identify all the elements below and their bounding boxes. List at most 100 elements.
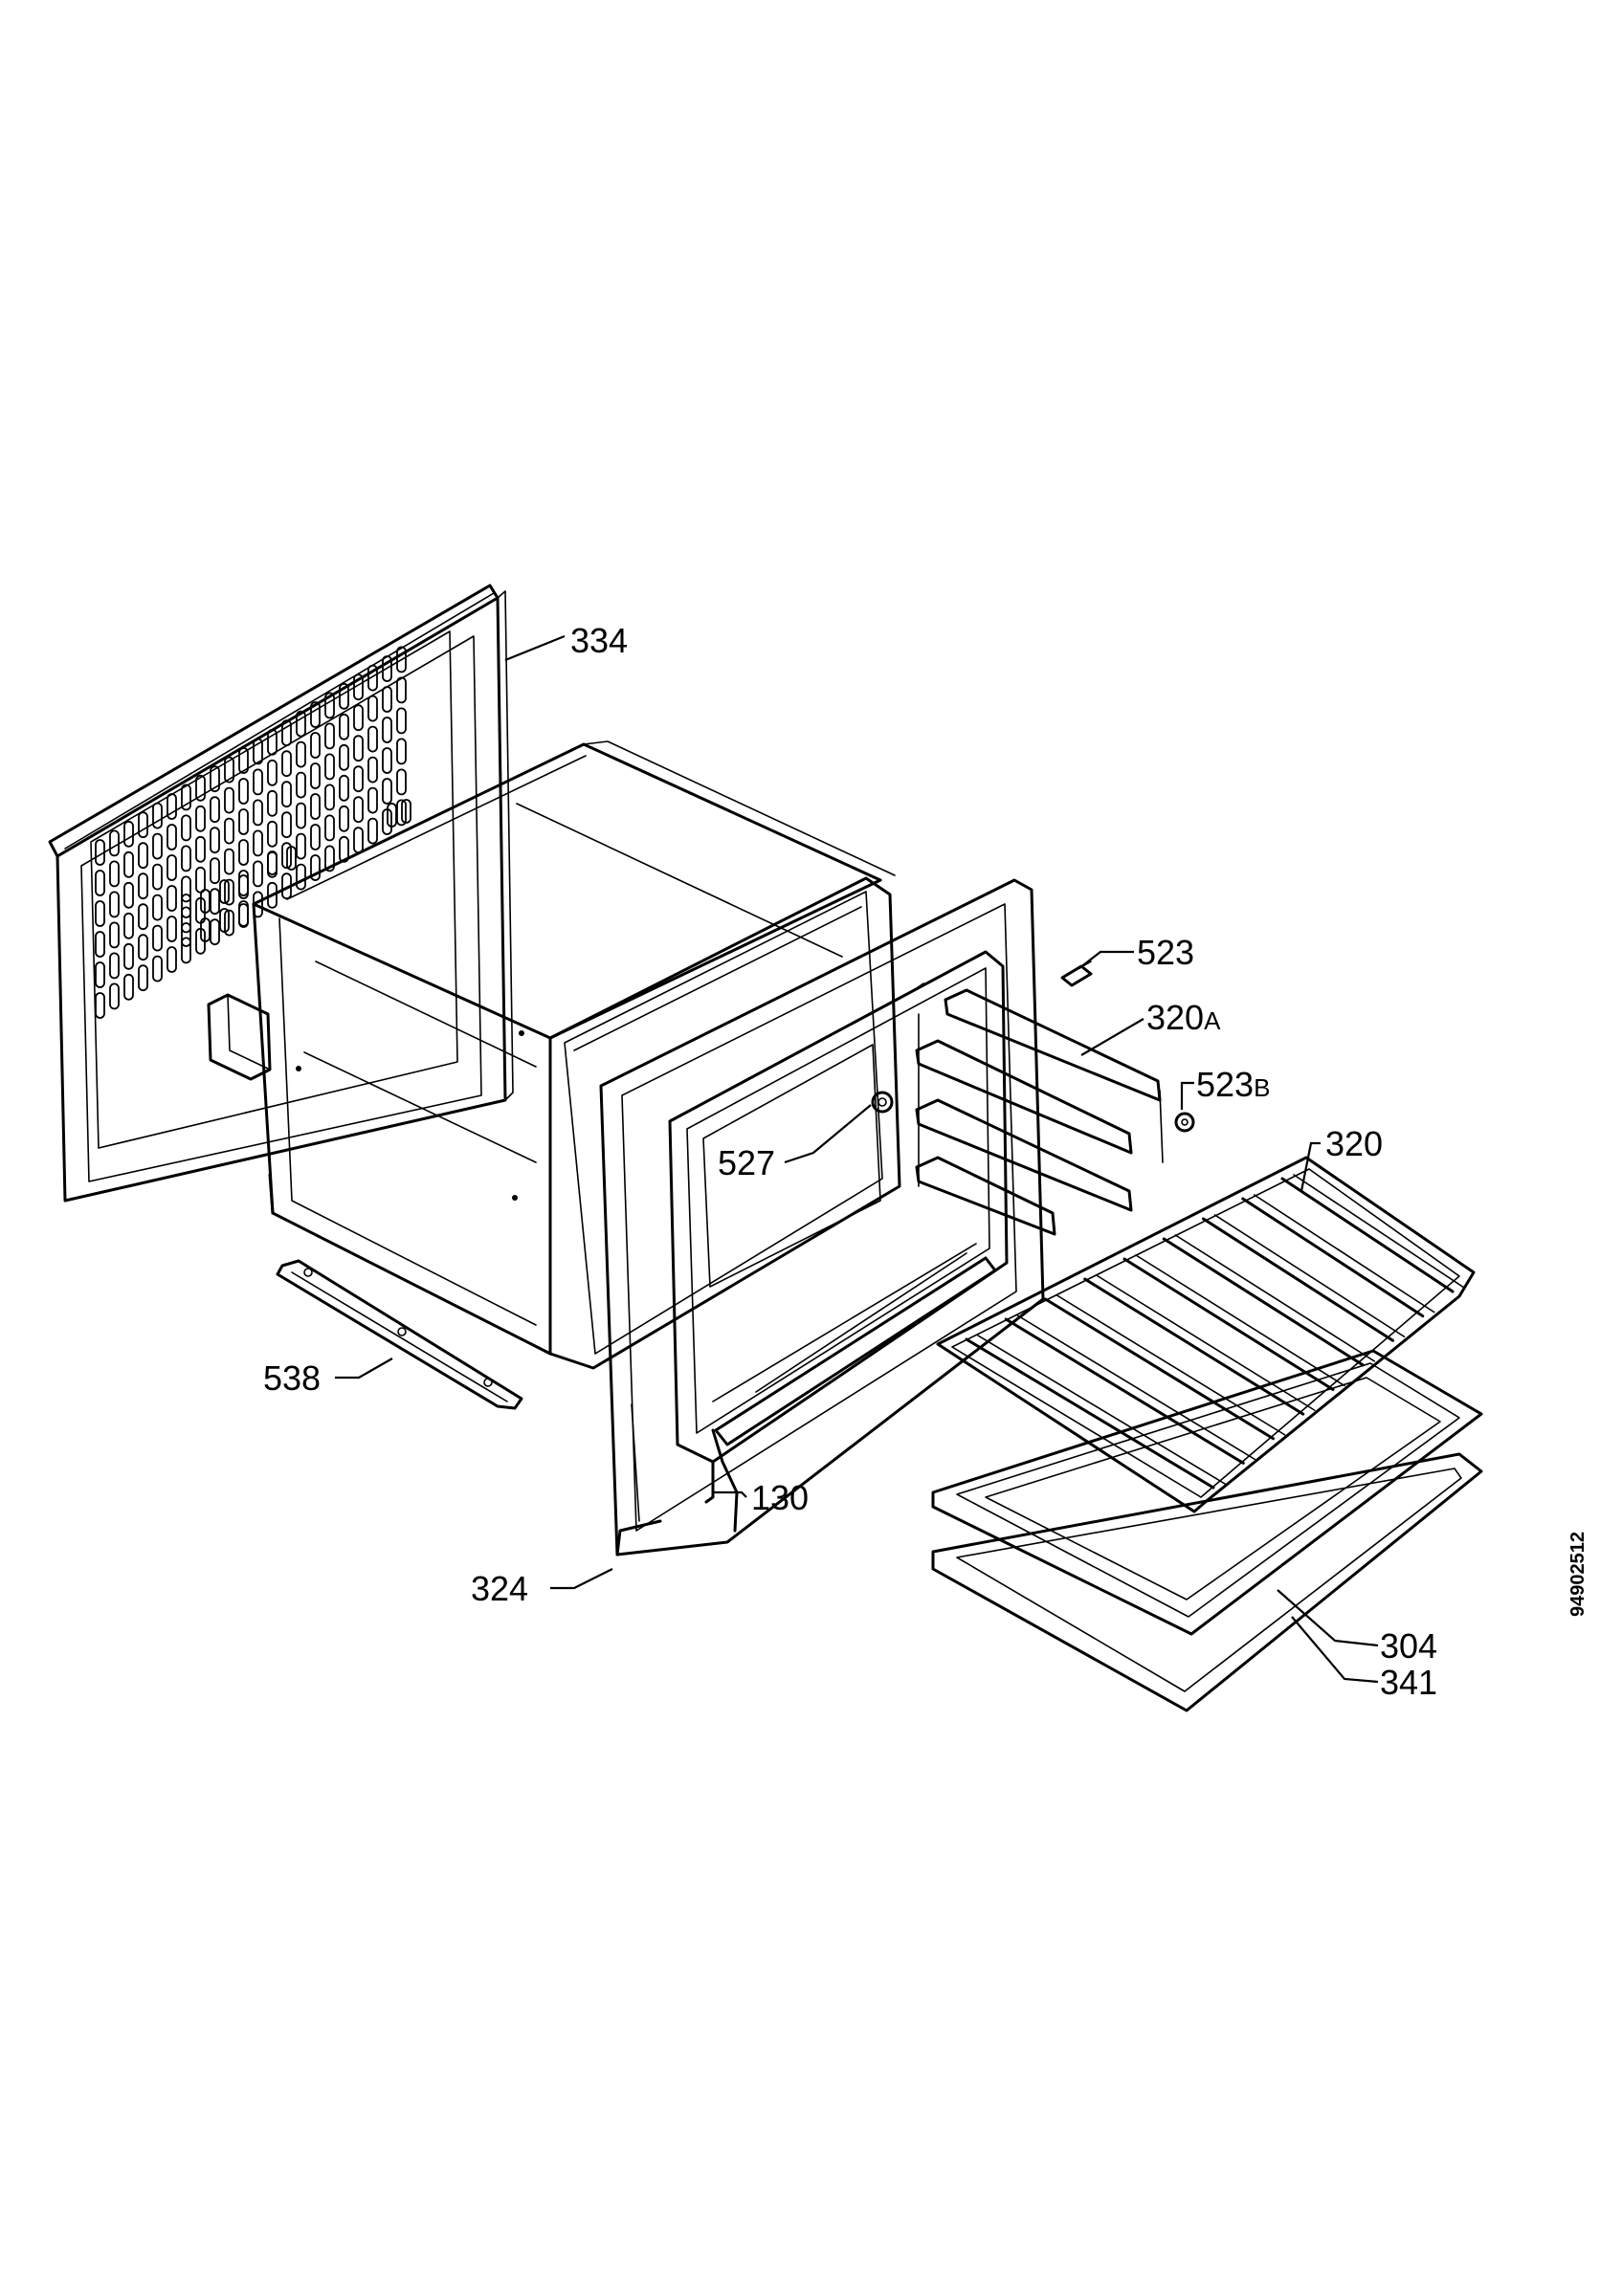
inner-window-frame (668, 950, 1009, 1533)
vent-slot (109, 829, 120, 857)
vent-slot (95, 900, 105, 927)
vent-slot (109, 891, 120, 918)
vent-slot (152, 894, 163, 921)
vent-slot (267, 728, 278, 756)
vent-slot (296, 832, 306, 860)
part-130-seal (714, 1252, 997, 1446)
leader-lines (335, 634, 1379, 1684)
vent-slot (238, 747, 249, 774)
vent-slot (238, 839, 249, 866)
part-304-tray (931, 1349, 1483, 1636)
vent-slot (123, 850, 134, 878)
vent-slot (138, 903, 148, 931)
vent-slot (224, 909, 234, 937)
vent-slot (353, 765, 364, 793)
vent-slot (95, 870, 105, 896)
vent-slot (267, 759, 278, 786)
vent-slot (167, 854, 177, 881)
shelf-bar (1280, 1177, 1455, 1293)
vent-slot (181, 845, 191, 872)
vent-slot (181, 784, 191, 811)
vent-slot (310, 732, 321, 759)
vent-slot (353, 704, 364, 732)
vent-slot (296, 863, 306, 891)
vent-slot (200, 889, 211, 914)
vent-slot (95, 961, 105, 988)
callout-320A: 320A (1146, 998, 1221, 1037)
vent-slot (152, 955, 163, 982)
vent-slot (181, 875, 191, 903)
shelf-bars (965, 1174, 1465, 1490)
shelf-bar (1122, 1257, 1335, 1391)
shelf-bar (1083, 1277, 1305, 1416)
vent-slot (324, 753, 335, 781)
vent-slot (367, 817, 378, 845)
vent-slot (324, 784, 335, 811)
vent-slot (324, 845, 335, 872)
vent-slot (238, 778, 249, 805)
shelf-bar-edge (1293, 1174, 1465, 1289)
shelf-bar-edge (1135, 1254, 1345, 1387)
vent-slot (253, 860, 263, 888)
shelf-bar (1162, 1237, 1365, 1367)
vent-slot (181, 906, 191, 934)
vent-slot (109, 952, 120, 980)
vent-slot (353, 827, 364, 854)
vent-slot (281, 750, 292, 778)
vent-slot (181, 814, 191, 842)
vent-slot (95, 931, 105, 958)
vent-slot (167, 824, 177, 850)
vent-slot (339, 774, 349, 802)
vent-slot (152, 863, 163, 891)
vent-slot (324, 722, 335, 750)
callout-320: 320 (1325, 1124, 1383, 1163)
vent-slot (253, 738, 263, 765)
vent-slot (396, 707, 407, 735)
vent-slot (210, 857, 220, 885)
vent-slot (224, 786, 234, 814)
vent-slot (310, 701, 321, 728)
vent-slot (382, 747, 392, 774)
vent-slot (286, 846, 297, 871)
vent-slot (267, 850, 278, 875)
vent-slot (253, 829, 263, 857)
part-523-screw (1060, 960, 1093, 987)
vent-slot (281, 842, 292, 870)
vent-slot (310, 854, 321, 881)
vent-slot (181, 922, 191, 947)
vent-slot (267, 881, 278, 909)
vent-slot (396, 646, 407, 673)
vent-slot (353, 735, 364, 762)
vent-slot (267, 820, 278, 848)
vent-slot (224, 848, 234, 875)
vent-slot (138, 872, 148, 900)
callout-341: 341 (1380, 1663, 1437, 1702)
vent-slot (167, 946, 177, 973)
vent-slot (324, 814, 335, 842)
shelf-bar-edge (1095, 1274, 1316, 1411)
shelf-bar-edge (1174, 1234, 1376, 1362)
vent-slot (152, 924, 163, 952)
part-538-rail (276, 1259, 523, 1410)
vent-slot (367, 664, 378, 692)
vent-slot (367, 756, 378, 784)
vent-slot (382, 686, 392, 713)
vent-slot (396, 676, 407, 704)
vent-slot (367, 725, 378, 753)
vent-slot (123, 942, 134, 970)
vent-slot (382, 717, 392, 743)
vent-slot (253, 799, 263, 827)
vent-slot (210, 765, 220, 793)
vent-slot (219, 879, 230, 904)
vent-slot (109, 860, 120, 888)
vent-slot (167, 793, 177, 820)
vent-slot (152, 802, 163, 829)
vent-slot (310, 793, 321, 820)
vent-slot (195, 774, 206, 802)
part-341-tray (931, 1452, 1483, 1712)
vent-slot (210, 827, 220, 854)
vent-slot (152, 832, 163, 860)
vent-slot (382, 778, 392, 805)
vent-slot (339, 682, 349, 710)
vent-slot (253, 768, 263, 796)
